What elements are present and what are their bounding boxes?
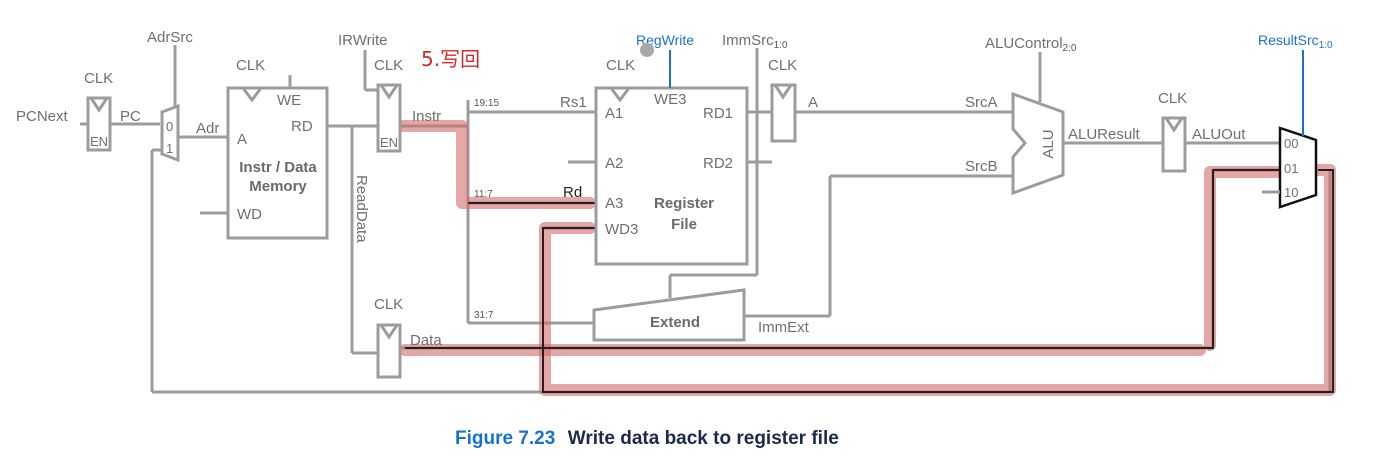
pcnext-label: PCNext bbox=[16, 108, 69, 125]
resultsrc-label: ResultSrc1:0 bbox=[1258, 32, 1333, 51]
memory-clk-label: CLK bbox=[236, 57, 265, 74]
memory-title-line2: Memory bbox=[249, 178, 307, 195]
bits-19-15-label: 19:15 bbox=[474, 98, 499, 109]
memory-a-port: A bbox=[237, 131, 247, 148]
bits-11-7-label: 11:7 bbox=[474, 189, 493, 200]
adr-label: Adr bbox=[196, 120, 219, 137]
bits-31-7-label: 31:7 bbox=[474, 310, 494, 321]
rf-a1-port: A1 bbox=[605, 105, 623, 122]
rs1-label: Rs1 bbox=[560, 94, 587, 111]
extend-title: Extend bbox=[650, 314, 700, 331]
result-mux: 00 01 10 bbox=[1278, 126, 1318, 209]
figure-caption: Figure 7.23 Write data back to register … bbox=[455, 428, 839, 449]
mux-input-0: 0 bbox=[166, 119, 173, 134]
instr-label: Instr bbox=[412, 108, 441, 125]
srca-label: SrcA bbox=[965, 94, 998, 111]
a-register bbox=[770, 83, 797, 143]
cursor-dot bbox=[640, 43, 654, 57]
extend-unit: Extend bbox=[592, 288, 746, 342]
instr-data-memory: A WE RD WD Instr / Data Memory bbox=[226, 86, 329, 240]
aluresult-label: ALUResult bbox=[1068, 126, 1141, 143]
alu-title: ALU bbox=[1040, 129, 1057, 158]
instr-register: EN bbox=[376, 83, 402, 153]
caption-text: Write data back to register file bbox=[568, 428, 839, 449]
memory-rd-port: RD bbox=[291, 118, 313, 135]
rf-we3-port: WE3 bbox=[654, 91, 687, 108]
rf-a3-port: A3 bbox=[605, 195, 623, 212]
mux-input-1: 1 bbox=[166, 141, 173, 156]
data-label: Data bbox=[410, 332, 442, 349]
rd-label: Rd bbox=[563, 184, 582, 201]
srcb-label: SrcB bbox=[965, 158, 998, 175]
pc-en-label: EN bbox=[90, 134, 108, 149]
data-register bbox=[376, 323, 402, 379]
rf-title-line2: File bbox=[671, 216, 697, 233]
writeback-annotation: 5.写回 bbox=[421, 47, 480, 71]
readdata-label: ReadData bbox=[353, 175, 370, 243]
pc-register: EN CLK bbox=[84, 70, 113, 152]
immext-label: ImmExt bbox=[758, 319, 810, 336]
pc-clk-label: CLK bbox=[84, 70, 113, 87]
rf-rd2-port: RD2 bbox=[703, 155, 733, 172]
irwrite-label: IRWrite bbox=[338, 32, 387, 49]
alu-unit: ALU bbox=[1011, 91, 1065, 196]
instr-reg-en-label: EN bbox=[380, 135, 398, 150]
memory-title-line1: Instr / Data bbox=[239, 159, 317, 176]
memory-we-port: WE bbox=[277, 92, 301, 109]
caption-number: Figure 7.23 bbox=[455, 428, 555, 449]
rf-clk-label: CLK bbox=[606, 57, 635, 74]
instr-reg-clk-label: CLK bbox=[374, 57, 403, 74]
rf-title-line1: Register bbox=[654, 195, 714, 212]
immsrc-label: ImmSrc1:0 bbox=[722, 32, 788, 51]
rf-wd3-port: WD3 bbox=[605, 221, 638, 238]
highlighted-writeback-path bbox=[396, 120, 1336, 396]
register-file: A1 A2 A3 WD3 WE3 RD1 RD2 Register File bbox=[594, 86, 749, 266]
rf-rd1-port: RD1 bbox=[703, 105, 733, 122]
adrsrc-mux: 0 1 bbox=[160, 103, 180, 163]
a-reg-clk-label: CLK bbox=[768, 57, 797, 74]
pc-label: PC bbox=[120, 108, 141, 125]
adrsrc-label: AdrSrc bbox=[147, 29, 193, 46]
memory-wd-port: WD bbox=[237, 206, 262, 223]
result-mux-input-00: 00 bbox=[1284, 136, 1298, 151]
aluout-register bbox=[1161, 116, 1187, 173]
aluout-label: ALUOut bbox=[1192, 126, 1246, 143]
a-reg-output-label: A bbox=[808, 94, 818, 111]
alucontrol-label: ALUControl2:0 bbox=[985, 35, 1077, 54]
result-mux-input-01: 01 bbox=[1284, 161, 1298, 176]
data-reg-clk-label: CLK bbox=[374, 296, 403, 313]
result-mux-input-10: 10 bbox=[1284, 185, 1298, 200]
rf-a2-port: A2 bbox=[605, 155, 623, 172]
aluout-reg-clk-label: CLK bbox=[1158, 90, 1187, 107]
